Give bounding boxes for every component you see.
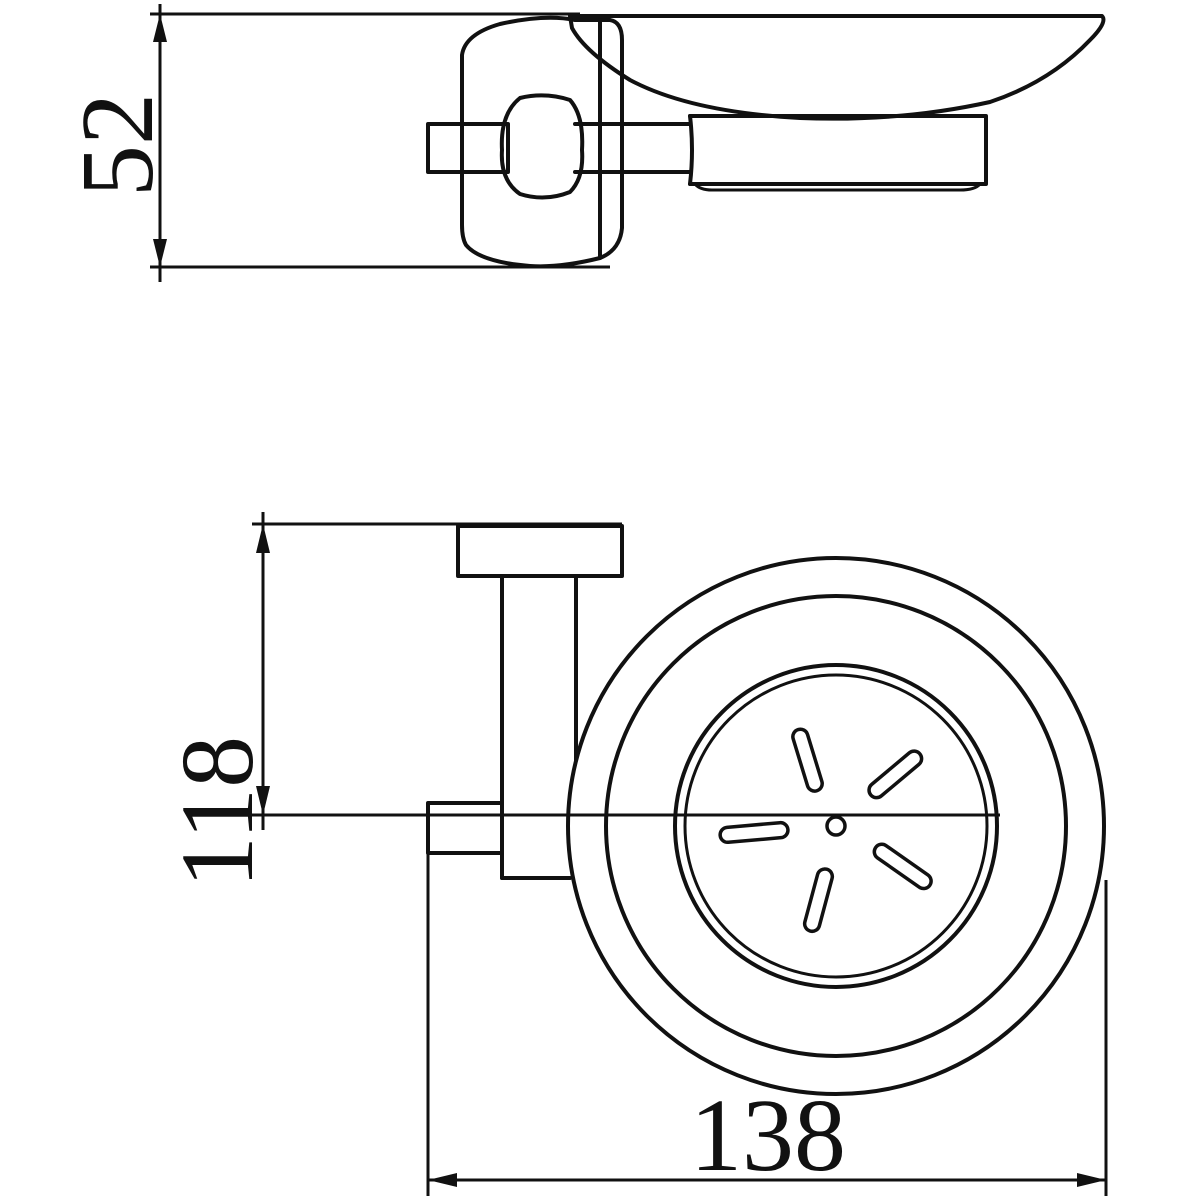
wall-flange-side bbox=[460, 15, 624, 269]
drain-slot bbox=[802, 867, 835, 934]
vertical-post bbox=[500, 574, 578, 880]
drain-slot bbox=[718, 820, 790, 845]
width-dimension: 138 bbox=[426, 830, 1108, 1196]
dish-inner-ring bbox=[673, 663, 999, 989]
width-dimension-label: 138 bbox=[690, 1078, 846, 1193]
wall-flange-front bbox=[456, 524, 624, 578]
height-dimension: 118 bbox=[160, 512, 1000, 888]
soap-dish-bowl-side bbox=[568, 14, 1106, 121]
ball-joint bbox=[499, 93, 585, 200]
support-arm-side bbox=[426, 122, 692, 174]
side-view: 52 bbox=[60, 4, 1106, 282]
dish-holder-ring-side bbox=[688, 114, 988, 192]
drain-slots bbox=[718, 727, 933, 934]
dish-inner-ring-edge bbox=[683, 673, 989, 979]
support-tab-front bbox=[426, 801, 504, 855]
drain-slot bbox=[791, 727, 824, 793]
drain-slot bbox=[872, 842, 933, 891]
front-view: 118 138 bbox=[160, 512, 1108, 1196]
height-dimension-label: 118 bbox=[160, 736, 275, 888]
drain-hole-center bbox=[825, 815, 847, 837]
dish-outer-rim bbox=[604, 594, 1068, 1058]
dish-holder-outer-ring bbox=[566, 556, 1106, 1096]
depth-dimension-label: 52 bbox=[60, 93, 175, 197]
drain-slot bbox=[867, 749, 924, 800]
depth-dimension: 52 bbox=[60, 4, 610, 282]
